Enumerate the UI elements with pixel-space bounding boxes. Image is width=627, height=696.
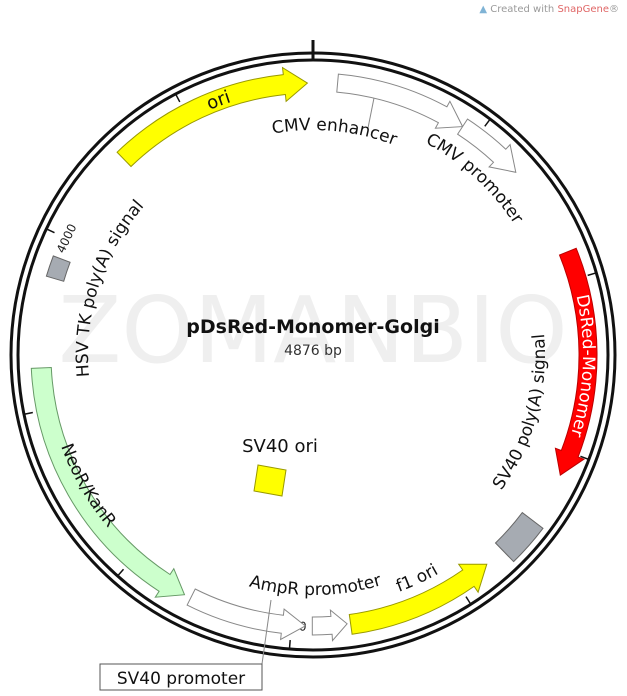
snapgene-logo-icon: ▲ xyxy=(479,4,488,15)
tick-mark-2500 xyxy=(288,640,291,651)
cmv-enhancer-label: CMV enhancer xyxy=(270,115,399,150)
plasmid-name: pDsRed-Monomer-Golgi xyxy=(186,316,439,338)
ori-arrow[interactable] xyxy=(116,66,309,168)
neor-kanr-arrow[interactable] xyxy=(30,366,186,598)
ampr-promoter-arrow[interactable] xyxy=(311,608,348,642)
tick-mark-1000 xyxy=(587,271,598,277)
tick-mark-500 xyxy=(484,117,492,127)
hsv-tk-polya-box[interactable] xyxy=(45,255,71,282)
sv40-ori-box[interactable] xyxy=(253,464,287,497)
credit-suffix: ® xyxy=(609,4,619,15)
tick-mark-1500 xyxy=(580,455,591,461)
plasmid-size: 4876 bp xyxy=(284,343,342,359)
sv40-ori-label: SV40 ori xyxy=(242,436,318,457)
credit-brand: SnapGene xyxy=(557,4,609,15)
tick-mark-4000 xyxy=(45,227,55,234)
tick-label-4000: 4000 xyxy=(54,222,80,256)
snapgene-credit: ▲ Created with SnapGene® xyxy=(479,4,619,15)
sv40-promoter-arrow[interactable] xyxy=(186,588,307,641)
dsred-monomer-label: DsRed-Monomer xyxy=(566,293,598,439)
tick-mark-4500 xyxy=(174,92,181,103)
ampr-promoter-label: AmpR promoter xyxy=(247,570,383,600)
tick-mark-2000 xyxy=(465,596,472,606)
credit-prefix: Created with xyxy=(490,4,558,15)
tick-mark-3500 xyxy=(22,411,33,416)
cmv-enhancer-leader xyxy=(367,97,375,129)
sv40-polya-box[interactable] xyxy=(494,511,544,563)
sv40-promoter-label-box xyxy=(99,663,263,691)
dsred-monomer-arrow[interactable] xyxy=(554,247,598,477)
sv40-promoter-leader xyxy=(261,599,272,665)
sv40-promoter-label: SV40 promoter xyxy=(117,669,245,689)
watermark: ZOMANBIO xyxy=(58,277,567,384)
tick-mark-3000 xyxy=(116,568,125,578)
cmv-promoter-arrow[interactable] xyxy=(456,118,517,173)
f1-ori-arrow[interactable] xyxy=(348,563,488,635)
